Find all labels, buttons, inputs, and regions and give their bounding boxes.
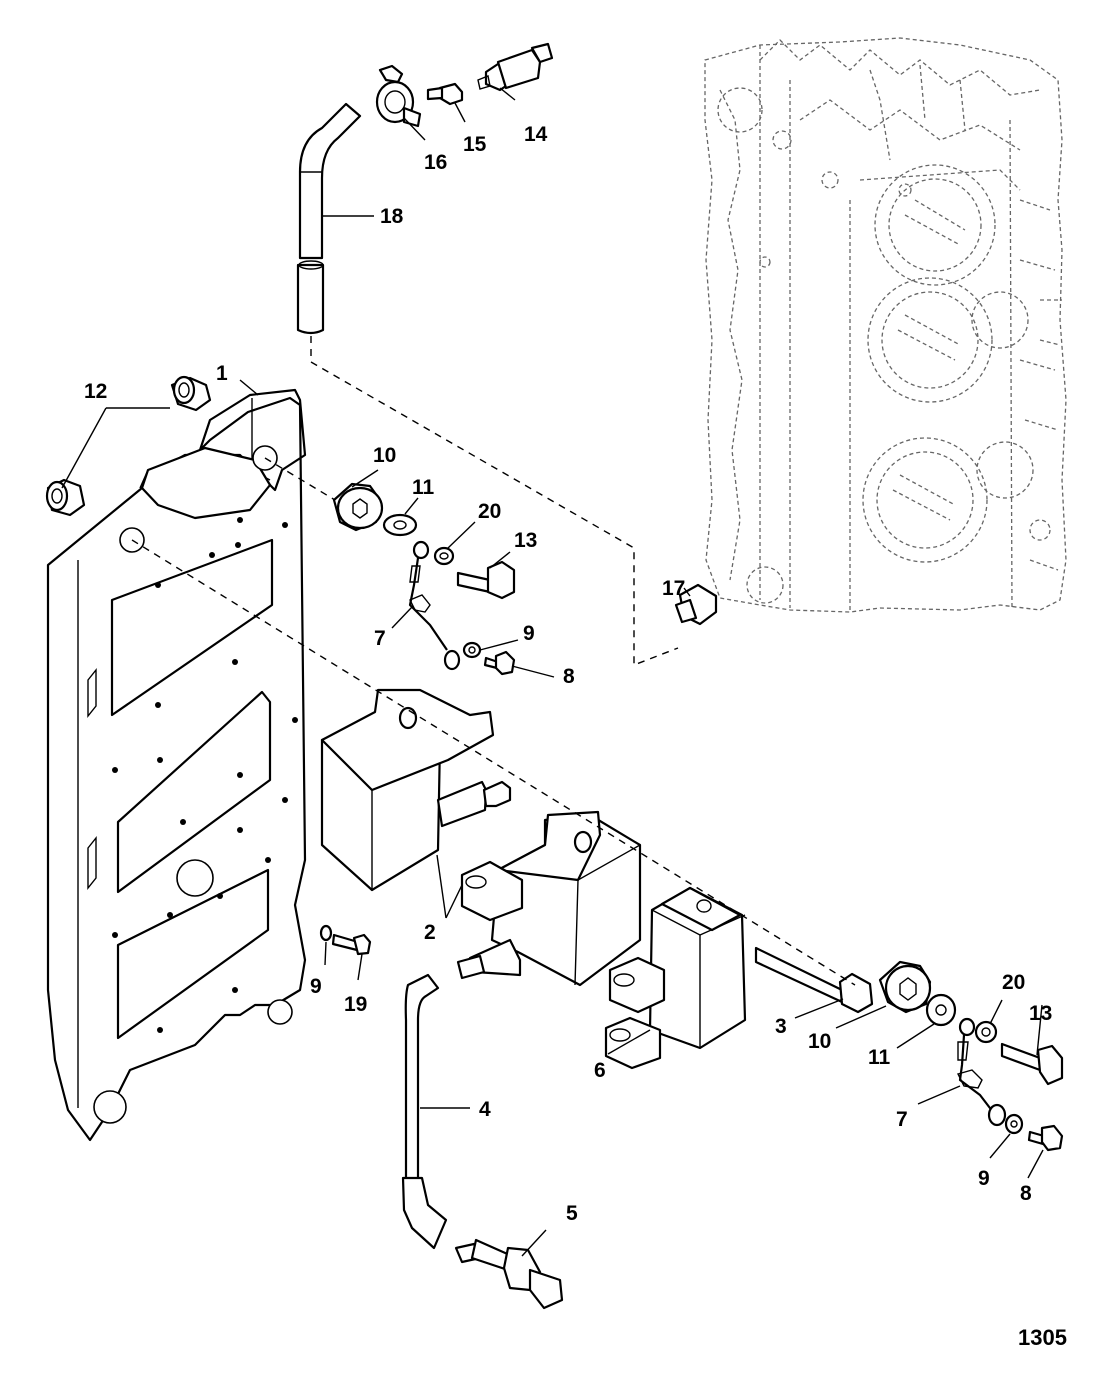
grommet-10-upper bbox=[332, 482, 384, 532]
figure-number: 1305 bbox=[1018, 1325, 1067, 1350]
leader-lines bbox=[61, 87, 1044, 1257]
fitting-15 bbox=[426, 82, 464, 106]
callout-13-lower: 13 bbox=[1029, 1002, 1052, 1025]
module-6 bbox=[604, 886, 747, 1070]
callout-13-upper: 13 bbox=[514, 529, 537, 552]
washer-9-left bbox=[319, 924, 333, 942]
hose-18 bbox=[296, 102, 362, 335]
callout-7-upper: 7 bbox=[374, 627, 386, 650]
screw-8-lower bbox=[1027, 1124, 1064, 1152]
callout-19: 19 bbox=[344, 993, 367, 1016]
screw-8-upper bbox=[483, 650, 516, 676]
callout-3: 3 bbox=[775, 1015, 787, 1038]
ignition-coil-2-upper bbox=[320, 688, 512, 892]
bolt-19 bbox=[331, 933, 372, 956]
grommet-12-upper bbox=[170, 375, 212, 412]
bolt-3 bbox=[754, 946, 874, 1014]
alignment-lines bbox=[131, 336, 856, 986]
callout-labels: 1 12 10 11 20 13 7 9 8 17 14 15 16 18 2 … bbox=[84, 123, 1052, 1225]
callout-18: 18 bbox=[380, 205, 404, 228]
plug-lead-4 bbox=[401, 973, 448, 1250]
callout-20-lower: 20 bbox=[1002, 971, 1025, 994]
bolt-13-lower bbox=[1000, 1042, 1064, 1086]
callout-9-lower: 9 bbox=[978, 1167, 990, 1190]
callout-1: 1 bbox=[216, 362, 228, 385]
ignition-coil-2-lower bbox=[456, 810, 642, 987]
washer-20-upper bbox=[433, 546, 455, 566]
grommet-10-lower bbox=[878, 960, 932, 1014]
clamp-16 bbox=[375, 64, 422, 128]
callout-14: 14 bbox=[524, 123, 548, 146]
callout-20-upper: 20 bbox=[478, 500, 501, 523]
callout-10-upper: 10 bbox=[373, 444, 396, 467]
callout-8-upper: 8 bbox=[563, 665, 575, 688]
engine-block bbox=[704, 37, 1067, 613]
washer-9-upper bbox=[462, 641, 482, 659]
callout-5: 5 bbox=[566, 1202, 578, 1225]
callout-16: 16 bbox=[424, 151, 447, 174]
callout-2: 2 bbox=[424, 921, 436, 944]
callout-9-left: 9 bbox=[310, 975, 322, 998]
bolt-13-upper bbox=[456, 560, 516, 600]
callout-12: 12 bbox=[84, 380, 107, 403]
callout-17: 17 bbox=[662, 577, 685, 600]
washer-9-lower bbox=[1004, 1113, 1024, 1135]
ground-wire-7-lower bbox=[956, 1017, 1007, 1127]
callout-6: 6 bbox=[594, 1059, 606, 1082]
grommet-12-lower bbox=[45, 478, 86, 517]
callout-11-lower: 11 bbox=[868, 1046, 891, 1069]
ground-wire-7-upper bbox=[408, 540, 461, 671]
washer-11-lower bbox=[925, 993, 957, 1027]
sensor-14 bbox=[477, 42, 554, 92]
callout-4: 4 bbox=[479, 1098, 491, 1121]
callout-15: 15 bbox=[463, 133, 487, 156]
callout-10-lower: 10 bbox=[808, 1030, 831, 1053]
callout-8-lower: 8 bbox=[1020, 1182, 1032, 1205]
callout-9-upper: 9 bbox=[523, 622, 535, 645]
washer-20-lower bbox=[974, 1020, 998, 1044]
spark-plug-5 bbox=[454, 1238, 564, 1310]
callout-7-lower: 7 bbox=[896, 1108, 908, 1131]
callout-11-upper: 11 bbox=[412, 476, 435, 499]
mounting-plate bbox=[46, 388, 307, 1142]
washer-11-upper bbox=[382, 513, 418, 537]
